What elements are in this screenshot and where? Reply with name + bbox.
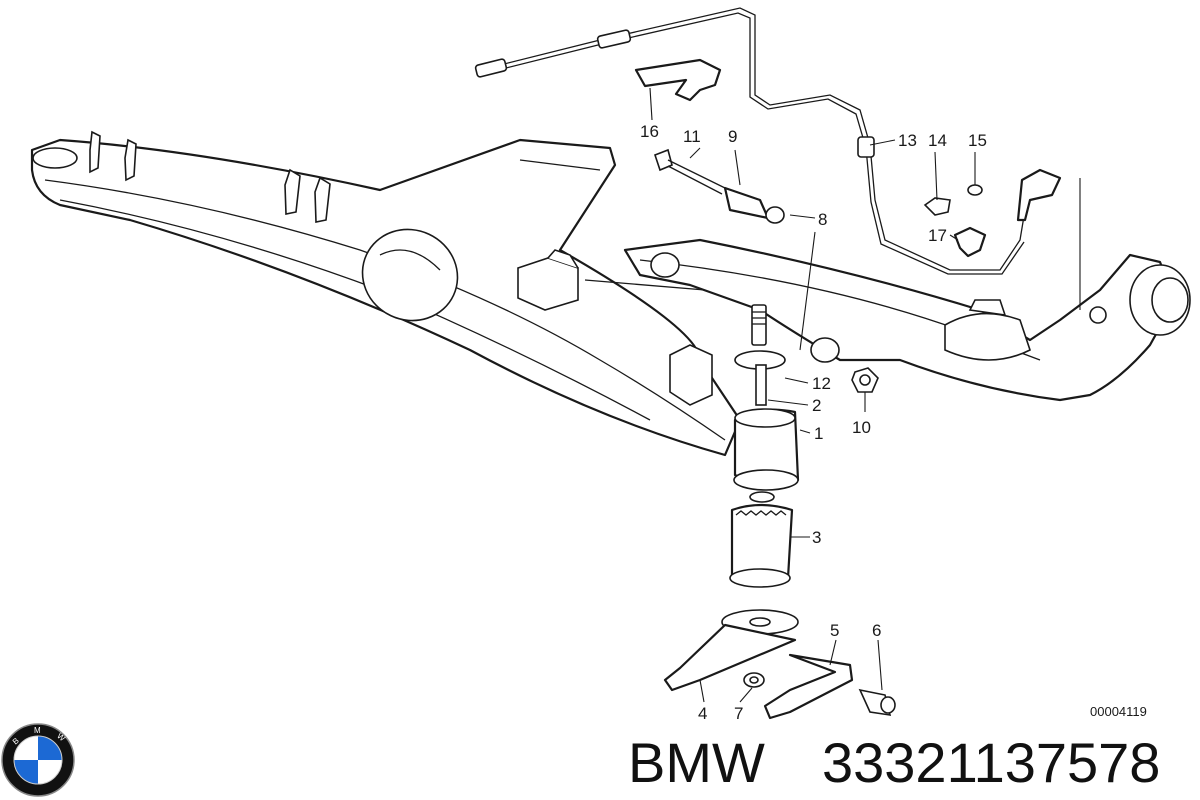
- callout-1: 1: [814, 424, 823, 443]
- callout-16: 16: [640, 122, 659, 141]
- sensor-hardware: [923, 168, 1062, 258]
- callout-15: 15: [968, 131, 987, 150]
- leader-lines: [649, 87, 1081, 703]
- svg-text:W: W: [55, 731, 67, 743]
- sensor-cable: [474, 7, 1031, 275]
- callout-8: 8: [818, 210, 827, 229]
- diagram-id: 00004119: [1090, 704, 1147, 719]
- bmw-logo: B M W: [1, 723, 75, 797]
- caption-brand: BMW: [628, 731, 765, 794]
- clip-16: [634, 58, 722, 102]
- svg-text:B: B: [11, 736, 21, 746]
- callout-5: 5: [830, 621, 839, 640]
- caption-part-number: 33321137578: [822, 731, 1160, 794]
- callout-3: 3: [812, 528, 821, 547]
- callout-7: 7: [734, 704, 743, 723]
- svg-text:M: M: [34, 726, 41, 735]
- trailing-arm: [623, 238, 1191, 402]
- callout-13: 13: [898, 131, 917, 150]
- callout-labels: 16 11 9 8 13 14 15 17 12 2 1 10 3 5 6 4 …: [640, 122, 987, 723]
- callout-9: 9: [728, 127, 737, 146]
- bolt-11-bushing-9: [653, 148, 785, 224]
- callout-11: 11: [683, 127, 701, 146]
- axle-carrier: [30, 130, 742, 457]
- callout-6: 6: [872, 621, 881, 640]
- lower-bracket: [663, 609, 896, 720]
- rubber-mount-assembly: [729, 304, 800, 588]
- callout-12: 12: [812, 374, 831, 393]
- callout-17: 17: [928, 226, 947, 245]
- callout-2: 2: [812, 396, 821, 415]
- callout-4: 4: [698, 704, 707, 723]
- callout-10: 10: [852, 418, 871, 437]
- callout-14: 14: [928, 131, 947, 150]
- nut-10: [851, 367, 879, 393]
